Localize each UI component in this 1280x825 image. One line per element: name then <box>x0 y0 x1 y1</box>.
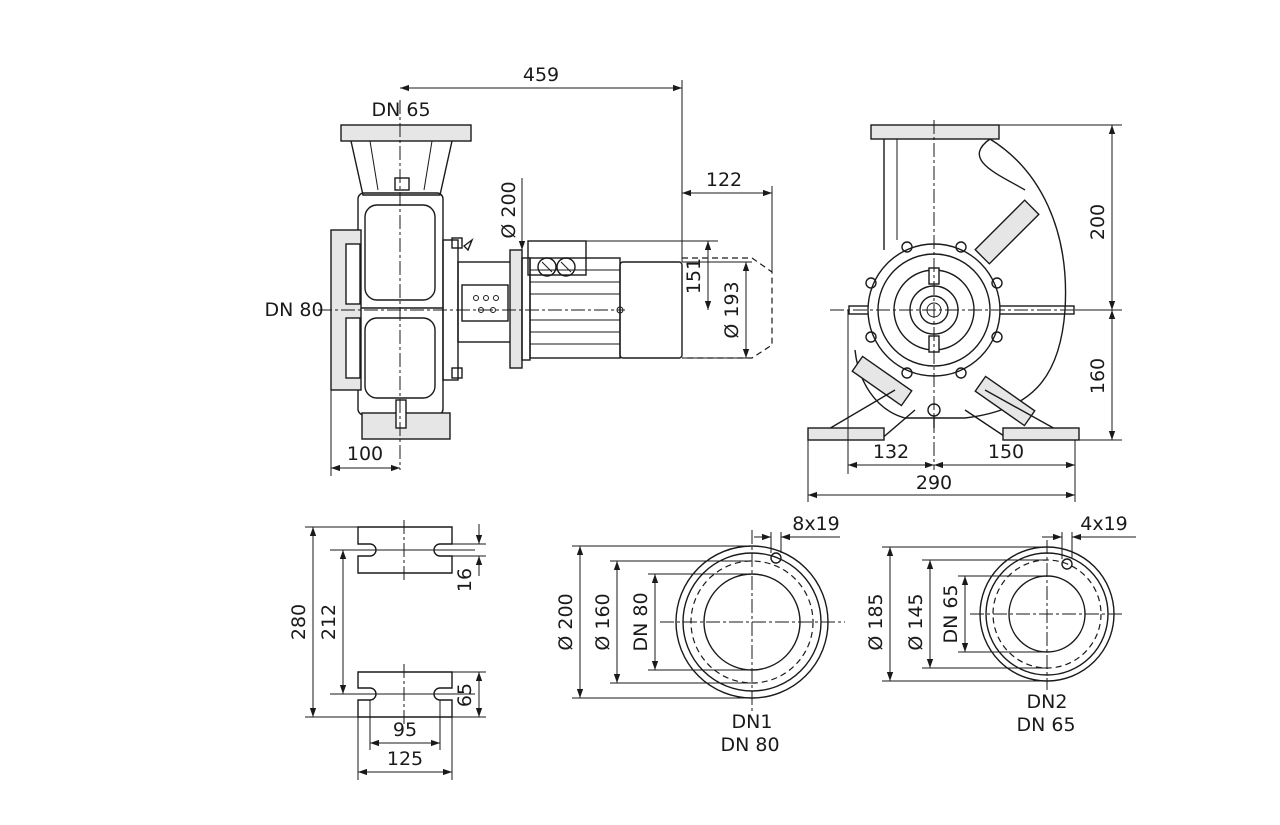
flange-dn2-view: 4x19 Ø 185 Ø 145 DN 65 DN2 DN 65 <box>865 513 1136 736</box>
flange-dn2-dim-outer: Ø 185 <box>865 593 887 650</box>
flange-dn1-bolt-holes: 8x19 <box>792 513 840 535</box>
dim-290: 290 <box>916 472 952 494</box>
label-inlet-dn80: DN 80 <box>264 299 323 321</box>
dim-motor-diam-200: Ø 200 <box>498 181 520 238</box>
dim-length-459: 459 <box>523 64 559 86</box>
dim-height-200: 200 <box>1087 204 1109 240</box>
flange-dn1-caption-size: DN 80 <box>720 734 779 756</box>
dim-65: 65 <box>454 683 476 707</box>
dim-100: 100 <box>347 443 383 465</box>
dim-motor-diam-193: Ø 193 <box>721 281 743 338</box>
dim-212: 212 <box>318 604 340 640</box>
flange-dn2-dim-bolt-circle: Ø 145 <box>905 593 927 650</box>
dim-150: 150 <box>988 441 1024 463</box>
foot-view: 280 212 16 65 95 125 <box>288 520 486 780</box>
flange-dn1-dim-bore: DN 80 <box>630 592 652 651</box>
flange-dn2-bolt-holes: 4x19 <box>1080 513 1128 535</box>
dim-125: 125 <box>387 748 423 770</box>
flange-dn1-dim-outer: Ø 200 <box>555 593 577 650</box>
flange-dn1-view: 8x19 Ø 200 Ø 160 DN 80 DN1 DN 80 <box>555 513 845 756</box>
dim-16: 16 <box>454 568 476 592</box>
label-outlet-dn65: DN 65 <box>371 99 430 121</box>
flange-dn1-dim-bolt-circle: Ø 160 <box>592 593 614 650</box>
dim-132: 132 <box>873 441 909 463</box>
flange-dn2-dim-bore: DN 65 <box>940 584 962 643</box>
dim-280: 280 <box>288 604 310 640</box>
flange-dn2-caption-size: DN 65 <box>1016 714 1075 736</box>
dim-95: 95 <box>393 719 417 741</box>
front-view: 200 160 132 150 290 <box>807 120 1122 502</box>
flange-dn1-caption-id: DN1 <box>732 711 773 733</box>
dim-151: 151 <box>683 258 705 294</box>
side-view: 459 122 Ø 200 151 Ø 193 100 DN 65 DN 80 <box>264 64 773 476</box>
dim-height-160: 160 <box>1087 358 1109 394</box>
flange-dn2-caption-id: DN2 <box>1027 691 1068 713</box>
dim-motor-122: 122 <box>706 169 742 191</box>
